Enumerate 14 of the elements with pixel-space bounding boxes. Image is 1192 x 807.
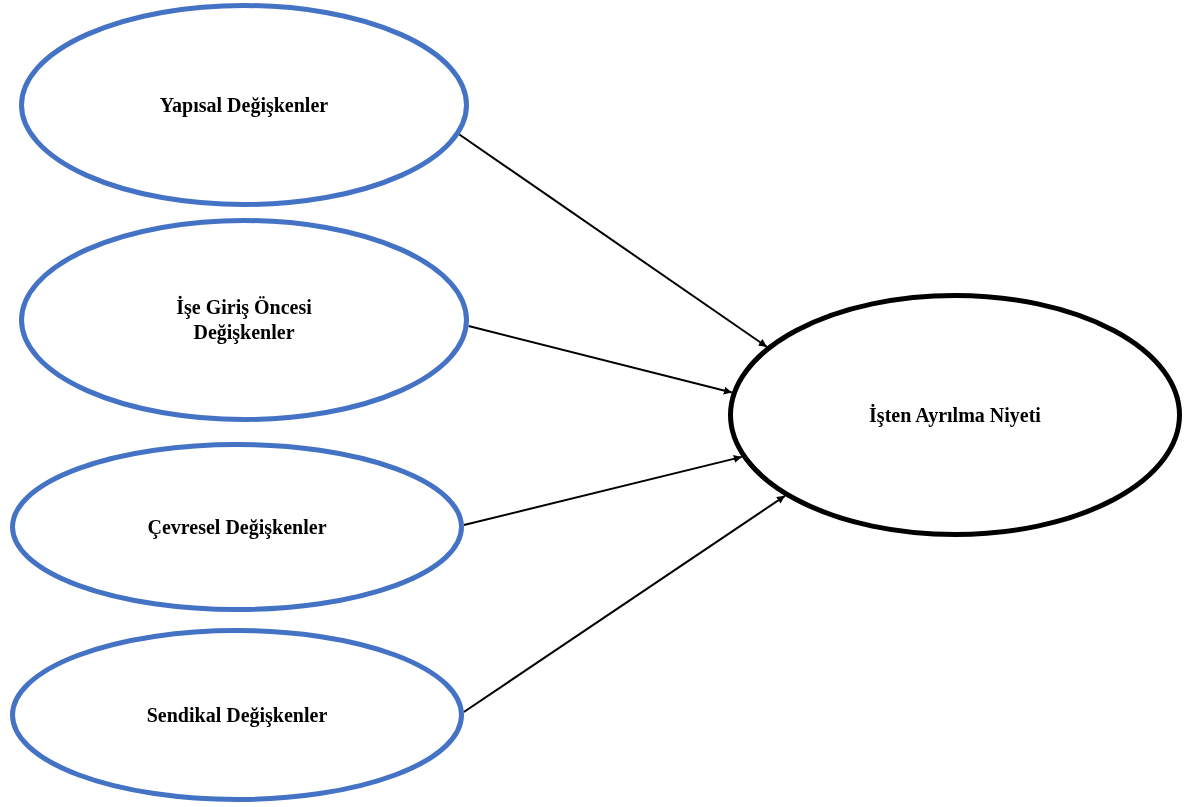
ellipse-node (10, 442, 464, 612)
arrow (458, 133, 768, 348)
ellipse-node (19, 3, 469, 207)
ellipse-node (10, 628, 464, 802)
arrow (462, 454, 743, 526)
node-label: Çevresel Değişkenler (147, 514, 327, 540)
arrow (462, 494, 786, 713)
node-label: Sendikal Değişkenler (146, 702, 328, 728)
node-label: İşe Giriş Öncesi Değişkenler (175, 295, 313, 345)
ellipse-node (728, 293, 1182, 537)
node-label: İşten Ayrılma Niyeti (869, 402, 1041, 428)
arrow (467, 324, 733, 395)
node-label: Yapısal Değişkenler (159, 92, 329, 118)
ellipse-node (19, 218, 469, 422)
